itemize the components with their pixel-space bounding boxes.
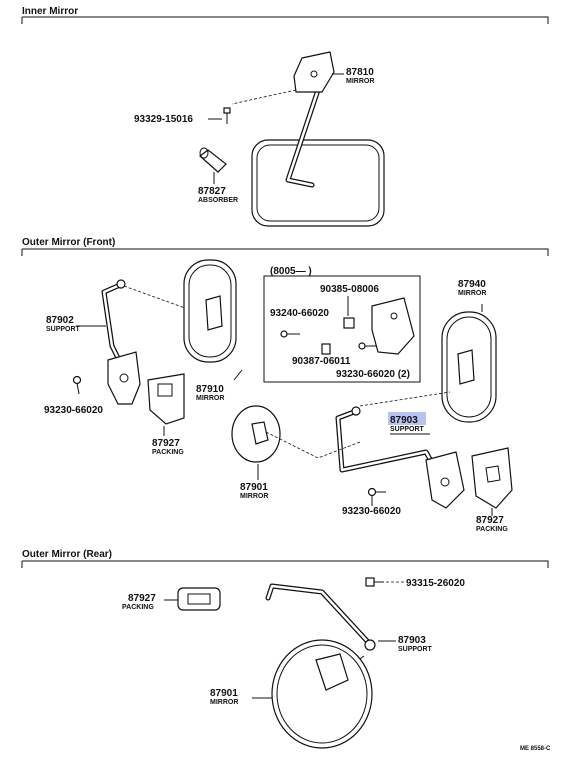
part-number: 90387-06011	[292, 356, 351, 367]
part-number: 93329-15016	[134, 114, 193, 125]
front-mirror-section: Outer Mirror (Front) 87902 SUPPORT 93230…	[21, 237, 549, 533]
part-number: 87927	[152, 438, 180, 449]
part-name: MIRROR	[458, 290, 486, 297]
section-bracket	[21, 248, 549, 256]
part-number: 93230-66020	[342, 506, 401, 517]
part-number: 93240-66020	[270, 308, 329, 319]
part-number: 87901	[240, 482, 268, 493]
packing-right	[471, 447, 513, 509]
part-name: PACKING	[122, 604, 154, 611]
packing-rear	[177, 587, 221, 611]
reference-code: ME 8558-C	[520, 746, 551, 752]
section-title-rear: Outer Mirror (Rear)	[22, 549, 112, 560]
part-name: MIRROR	[240, 493, 268, 500]
part-number: 87927	[128, 593, 156, 604]
part-name: MIRROR	[196, 395, 224, 402]
highlight	[388, 412, 426, 425]
part-number: 87940	[458, 279, 486, 290]
packing-left	[147, 373, 185, 425]
part-name: PACKING	[476, 526, 508, 533]
part-number: 87827	[198, 186, 226, 197]
bolt-icon	[367, 487, 386, 497]
box-title: (8005— )	[270, 266, 312, 277]
part-name: ABSORBER	[198, 197, 238, 204]
part-number: 93315-26020	[406, 578, 465, 589]
absorber-icon	[199, 147, 227, 173]
bolt-icon	[280, 330, 300, 338]
part-number: 90385-08006	[320, 284, 379, 295]
inner-mirror-rim	[256, 144, 380, 222]
support-rod-rear	[265, 583, 371, 645]
inner-mirror-glass	[251, 139, 385, 227]
section-bracket	[21, 16, 549, 24]
part-number: 87810	[346, 67, 374, 78]
part-number: 87901	[210, 688, 238, 699]
bolt-icon	[72, 375, 82, 395]
support-base-right	[425, 451, 465, 509]
part-name: MIRROR	[210, 699, 238, 706]
part-number: 87902	[46, 315, 74, 326]
inner-mirror-mount	[293, 51, 335, 93]
part-name: PACKING	[152, 449, 184, 456]
section-title-inner: Inner Mirror	[22, 6, 78, 17]
part-name: SUPPORT	[46, 326, 81, 333]
support-base-left	[107, 351, 141, 405]
bolt-icon	[358, 342, 376, 350]
screw-icon	[223, 107, 231, 124]
section-bracket	[21, 560, 549, 568]
part-number: 87903	[398, 635, 426, 646]
bolt-icon	[365, 577, 384, 587]
part-name: SUPPORT	[390, 426, 425, 433]
part-number: 93230-66020	[44, 405, 103, 416]
nut-icon	[343, 317, 355, 329]
part-number-highlighted[interactable]: 87903	[390, 415, 418, 426]
part-name: SUPPORT	[398, 646, 433, 653]
part-number: 87910	[196, 384, 224, 395]
box-bracket	[371, 297, 415, 355]
section-title-front: Outer Mirror (Front)	[22, 237, 115, 248]
part-number: 87927	[476, 515, 504, 526]
collar-icon	[321, 343, 331, 355]
part-number: 93230-66020 (2)	[336, 369, 410, 380]
round-mirror-rear	[271, 639, 373, 749]
part-name: MIRROR	[346, 78, 374, 85]
inner-mirror-section: Inner Mirror 93329-15016 87827 ABSORBER …	[21, 6, 549, 227]
serial-box	[263, 275, 421, 383]
rear-mirror-section: Outer Mirror (Rear) 87927 PACKING 93315-…	[21, 549, 551, 752]
